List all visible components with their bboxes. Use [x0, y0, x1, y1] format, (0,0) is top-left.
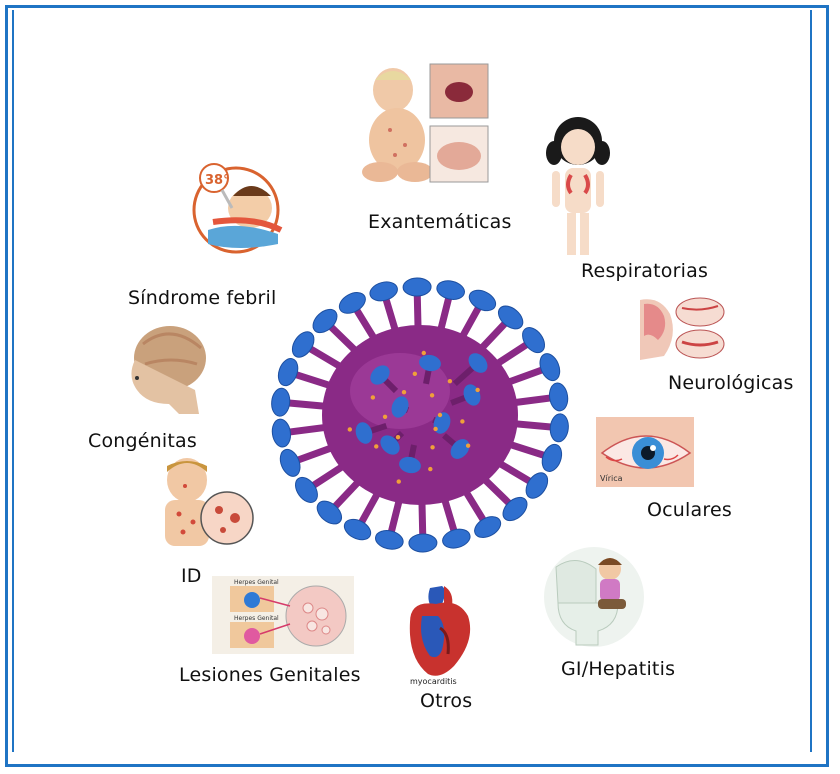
label-otros: Otros [420, 690, 472, 712]
label-congenitas: Congénitas [88, 430, 197, 452]
genital-lesions-image: Herpes Genital Herpes Genital [212, 576, 354, 654]
label-lesiones-genitales: Lesiones Genitales [179, 664, 361, 686]
label-sindrome-febril: Síndrome febril [128, 287, 277, 309]
heart-caption: myocarditis [410, 677, 457, 686]
exanthem-child-image [355, 60, 490, 190]
eye-image: Vírica [596, 417, 694, 487]
fever-temperature-text: 38° [205, 173, 230, 188]
genital-caption-top: Herpes Genital [234, 579, 279, 586]
virus-icon [270, 275, 570, 555]
eye-caption: Vírica [600, 474, 623, 483]
label-neurologicas: Neurológicas [668, 372, 794, 394]
gi-toilet-image [542, 545, 647, 650]
label-respiratorias: Respiratorias [581, 260, 708, 282]
label-gi-hepatitis: GI/Hepatitis [561, 658, 675, 680]
fever-child-image: 38° [188, 160, 293, 255]
congenital-head-image [115, 320, 210, 415]
genital-caption-bottom: Herpes Genital [234, 615, 279, 622]
id-rash-child-image [155, 456, 255, 551]
heart-myocarditis-image: myocarditis [400, 582, 478, 690]
label-id: ID [181, 565, 202, 587]
label-oculares: Oculares [647, 499, 732, 521]
virus-illustration [270, 275, 570, 555]
neuro-brain-image [636, 294, 726, 362]
label-exantematicas: Exantemáticas [368, 211, 512, 233]
respiratory-girl-image [538, 113, 618, 258]
